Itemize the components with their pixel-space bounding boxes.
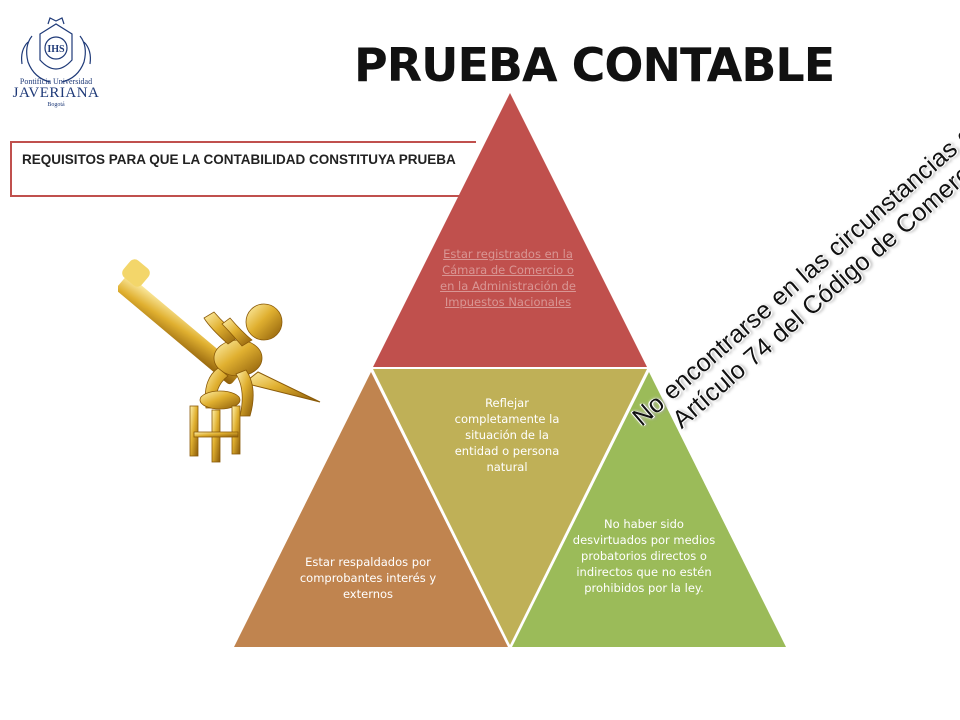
pyramid-top-segment [373, 93, 647, 367]
pencil-icon [118, 259, 321, 403]
requirements-box: REQUISITOS PARA QUE LA CONTABILIDAD CONS… [10, 141, 476, 197]
slide-title: PRUEBA CONTABLE [354, 38, 835, 92]
logo-caption: Pontificia Universidad JAVERIANA Bogotá [8, 77, 104, 109]
pyramid-right-text: No haber sido desvirtuados por medios pr… [572, 517, 716, 595]
pyramid-middle-segment [373, 369, 647, 645]
logo-monogram: IHS [47, 44, 65, 55]
pyramid-left-segment [234, 372, 508, 647]
university-logo: IHS [21, 17, 91, 83]
pyramid-middle-text: Reflejar completamente la situación de l… [454, 396, 560, 474]
gold-figure-pencil-illustration [118, 259, 321, 463]
pyramid-top-text[interactable]: Estar registrados en la Cámara de Comerc… [440, 247, 576, 309]
logo-line1: Pontificia Universidad [19, 77, 93, 86]
logo-line2: JAVERIANA [12, 85, 100, 102]
logo-line3: Bogotá [47, 102, 65, 109]
pyramid-left-text: Estar respaldados por comprobantes inter… [299, 555, 437, 601]
pyramid-right-segment [512, 372, 786, 647]
